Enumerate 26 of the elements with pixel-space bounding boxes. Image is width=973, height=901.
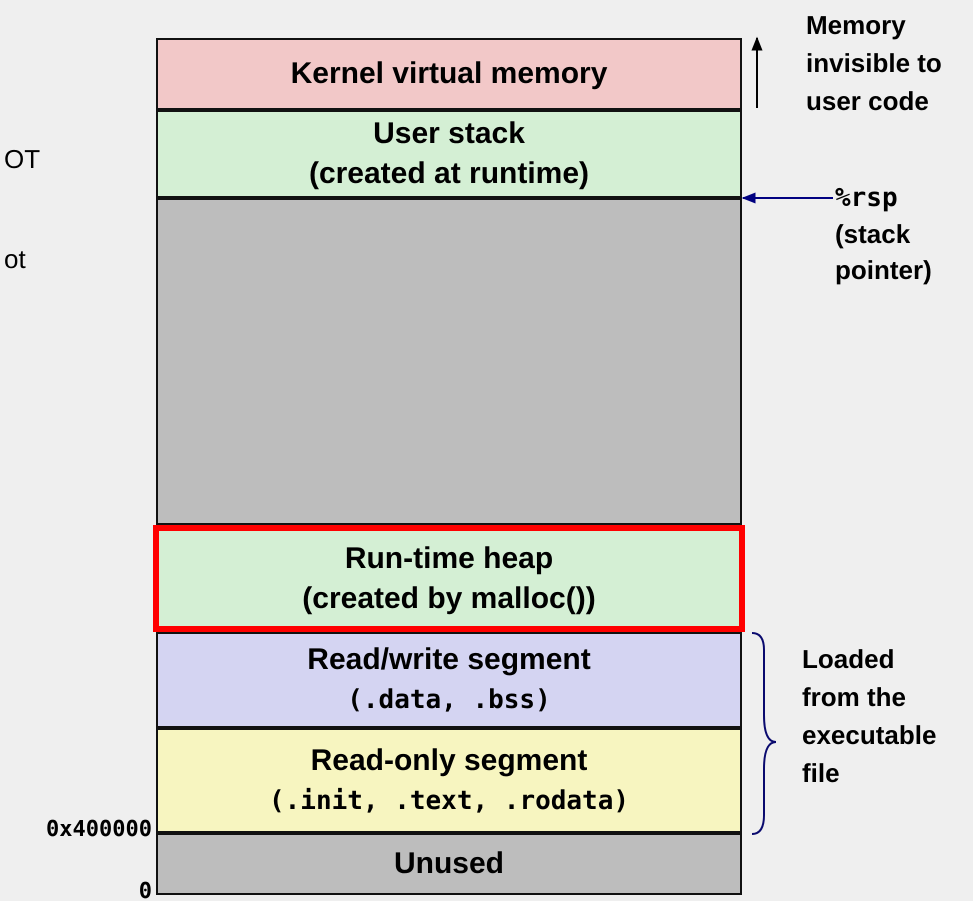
segment-title: Run-time heap bbox=[344, 540, 554, 576]
memory-segment bbox=[156, 110, 742, 198]
memory-segment bbox=[153, 525, 745, 632]
side-note: Loaded from the executable file bbox=[802, 643, 938, 790]
memory-segment bbox=[156, 728, 742, 833]
segment-note: (created at runtime) bbox=[308, 156, 590, 192]
side-note: Memory invisible to user code bbox=[806, 9, 943, 118]
memory-segment bbox=[156, 833, 742, 895]
address-label: 0x400000 bbox=[45, 816, 152, 844]
memory-segment bbox=[156, 38, 742, 110]
cut-off-text: OT bbox=[4, 143, 42, 176]
address-label: 0 bbox=[138, 878, 152, 901]
segment-title: User stack bbox=[373, 116, 525, 152]
segment-title: Read/write segment bbox=[307, 642, 591, 678]
register-description: (stack pointer) bbox=[835, 218, 933, 287]
cut-off-text: ot bbox=[4, 243, 27, 276]
segment-note: (.data, .bss) bbox=[347, 684, 551, 717]
segment-note: (created by malloc()) bbox=[302, 580, 596, 616]
segment-note: (.init, .text, .rodata) bbox=[268, 784, 630, 818]
arrow bbox=[742, 192, 833, 204]
segment-title: Unused bbox=[394, 846, 504, 882]
memory-segment bbox=[156, 632, 742, 728]
segment-title: Kernel virtual memory bbox=[290, 56, 608, 92]
free-memory-area bbox=[156, 198, 742, 525]
register-name: %rsp bbox=[835, 182, 899, 215]
segment-title: Read-only segment bbox=[310, 742, 588, 778]
